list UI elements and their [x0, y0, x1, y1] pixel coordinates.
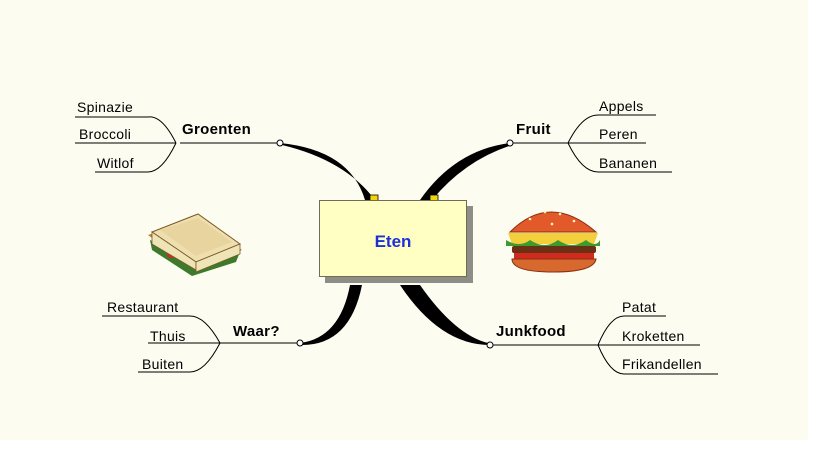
hamburger-icon [506, 210, 600, 273]
central-topic-title: Eten [374, 232, 412, 251]
branch-junkfood[interactable]: Junkfood [496, 323, 566, 340]
groenten-node [276, 139, 284, 147]
junkfood-lines [490, 315, 718, 375]
leaf-thuis[interactable]: Thuis [150, 328, 186, 344]
leaf-patat[interactable]: Patat [622, 299, 657, 315]
waar-node [296, 339, 304, 347]
leaf-witlof[interactable]: Witlof [97, 155, 134, 171]
connector-fruit [420, 143, 512, 200]
leaf-buiten[interactable]: Buiten [142, 356, 184, 372]
waar-lines [102, 315, 300, 373]
leaf-bananen[interactable]: Bananen [599, 155, 658, 171]
fruit-node [506, 139, 514, 147]
leaf-spinazie[interactable]: Spinazie [77, 99, 134, 115]
connector-waar [300, 285, 362, 345]
leaf-broccoli[interactable]: Broccoli [79, 126, 132, 142]
branch-fruit[interactable]: Fruit [516, 121, 551, 138]
leaf-appels[interactable]: Appels [599, 98, 644, 114]
branch-groenten[interactable]: Groenten [182, 121, 252, 138]
leaf-frikandellen[interactable]: Frikandellen [622, 356, 702, 372]
fruit-lines [510, 114, 672, 173]
leaf-restaurant[interactable]: Restaurant [107, 299, 179, 315]
groenten-lines [75, 116, 280, 173]
leaf-peren[interactable]: Peren [599, 126, 638, 142]
junkfood-node [486, 341, 494, 349]
sandwich-icon [148, 213, 242, 276]
leaf-kroketten[interactable]: Kroketten [622, 328, 685, 344]
branch-waar[interactable]: Waar? [233, 323, 280, 340]
connector-groenten [280, 143, 375, 200]
mind-map-canvas: Eten Groenten Spinazie Broccoli Witlof F… [0, 0, 808, 440]
connector-junkfood [400, 285, 490, 345]
connector-layer [75, 114, 718, 375]
central-topic[interactable]: Eten [319, 200, 467, 277]
